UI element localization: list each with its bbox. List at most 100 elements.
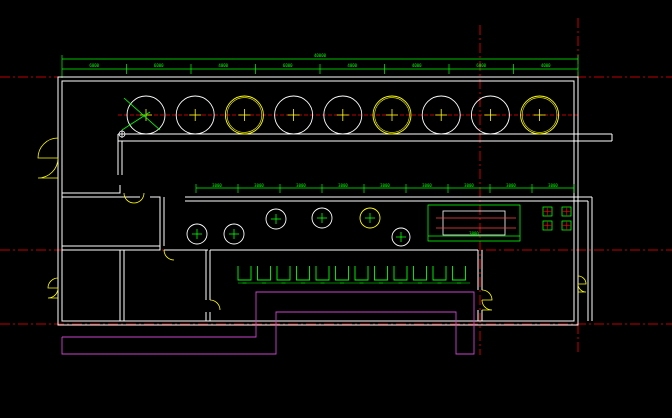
small-tank-circle xyxy=(359,207,381,229)
segment-dimension-label: 4000 xyxy=(347,63,357,68)
mid-dimension-label: 3000 xyxy=(506,183,516,188)
door-interior-lower xyxy=(163,249,175,261)
mid-dimension-label: 3000 xyxy=(422,183,432,188)
tank-inner-circle xyxy=(226,97,263,133)
large-tank xyxy=(520,95,560,135)
small-tank-group xyxy=(186,207,411,247)
trough-unit xyxy=(257,266,271,281)
small-tank-circle xyxy=(223,223,245,245)
trough-unit xyxy=(296,266,310,281)
partition-upper xyxy=(62,185,121,194)
mid-dimension-chain xyxy=(195,184,575,193)
pipe-outer xyxy=(61,291,475,355)
door-right-lower xyxy=(481,289,493,301)
tank-inner-circle xyxy=(521,97,558,133)
small-equipment-box xyxy=(561,206,572,217)
segment-dimension-label: 4000 xyxy=(541,63,551,68)
segment-dimension-label: 6000 xyxy=(89,63,99,68)
mid-dimension-label: 3000 xyxy=(548,183,558,188)
door-interior-upper xyxy=(123,192,135,204)
leader-line-b xyxy=(121,111,151,131)
trough-unit xyxy=(335,266,349,281)
mid-dimension-label: 3000 xyxy=(254,183,264,188)
segment-dimension-label: 4000 xyxy=(218,63,228,68)
mid-dimension-label: 3000 xyxy=(380,183,390,188)
mid-dimension-label: 3000 xyxy=(464,183,474,188)
trough-row xyxy=(237,266,470,284)
door-right-edge-b xyxy=(577,283,587,293)
segment-dimension-label: 4000 xyxy=(412,63,422,68)
tank-circle xyxy=(372,95,412,135)
large-tank xyxy=(274,95,314,135)
small-tank xyxy=(391,227,411,247)
first-tank-leader xyxy=(121,97,161,131)
small-tank xyxy=(223,223,245,245)
small-equipment-box xyxy=(561,220,572,231)
trough-unit xyxy=(237,266,252,281)
equipment-frame-outer xyxy=(427,204,521,242)
trough-unit xyxy=(354,266,369,281)
trough-unit xyxy=(432,266,447,281)
tank-circle xyxy=(175,95,215,135)
small-tank xyxy=(359,207,381,229)
partition-right xyxy=(62,196,161,251)
trough-unit xyxy=(276,266,291,281)
small-tank-circle xyxy=(265,208,287,230)
mid-dimension-label: 3000 xyxy=(296,183,306,188)
equipment-dimension-label: 3000 xyxy=(469,231,479,236)
small-equipment-box xyxy=(542,206,553,217)
tank-circle xyxy=(323,95,363,135)
tank-circle xyxy=(520,95,560,135)
large-tank-row xyxy=(126,95,560,135)
tank-circle xyxy=(274,95,314,135)
equipment-frame-inner xyxy=(442,210,506,236)
large-tank xyxy=(323,95,363,135)
segment-dimension-label: 6000 xyxy=(154,63,164,68)
overall-dimension-label: 40000 xyxy=(314,53,327,58)
mid-dimension-label: 3000 xyxy=(212,183,222,188)
building-walls xyxy=(57,76,613,326)
door-left-upper-b xyxy=(37,157,59,179)
small-box-group xyxy=(542,206,572,231)
leader-line xyxy=(123,97,161,131)
trough-unit xyxy=(452,266,466,281)
trough-unit xyxy=(393,266,408,281)
trough-unit xyxy=(315,266,330,281)
door-left-lower xyxy=(47,277,59,289)
large-tank xyxy=(372,95,412,135)
small-tank-circle xyxy=(186,223,208,245)
small-equipment-box xyxy=(542,220,553,231)
mid-dimension-label: 3000 xyxy=(338,183,348,188)
door-group xyxy=(37,137,587,311)
tank-circle xyxy=(470,95,510,135)
door-interior-lower-b xyxy=(209,299,221,311)
origin-marker xyxy=(118,130,126,138)
tank-inner-circle xyxy=(374,97,410,133)
tank-circle xyxy=(224,95,264,135)
large-tank xyxy=(175,95,215,135)
door-right-edge xyxy=(577,275,587,285)
equipment-frame xyxy=(427,204,521,242)
tank-circle xyxy=(421,95,461,135)
segment-dimension-label: 6000 xyxy=(476,63,486,68)
small-tank xyxy=(311,207,333,229)
pipe-outline xyxy=(61,291,475,355)
small-tank-circle xyxy=(311,207,333,229)
axis-lines xyxy=(0,18,672,355)
small-tank xyxy=(265,208,287,230)
door-left-upper xyxy=(37,137,59,159)
large-tank xyxy=(421,95,461,135)
door-right-lower-b xyxy=(481,299,493,311)
small-tank-circle xyxy=(391,227,411,247)
top-dimension-chain xyxy=(61,55,579,78)
large-tank xyxy=(470,95,510,135)
small-tank xyxy=(186,223,208,245)
trough-unit xyxy=(374,266,388,281)
door-interior-upper-b xyxy=(133,192,145,204)
large-tank xyxy=(224,95,264,135)
door-left-lower-b xyxy=(47,287,59,299)
segment-dimension-label: 6000 xyxy=(283,63,293,68)
trough-unit xyxy=(413,266,427,281)
tank-circle xyxy=(126,95,166,135)
